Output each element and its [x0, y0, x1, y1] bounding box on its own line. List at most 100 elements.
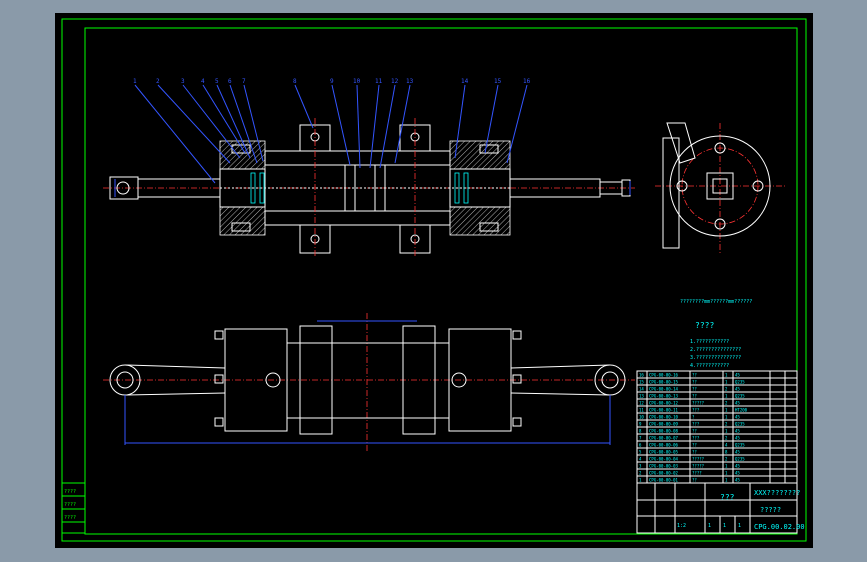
- right-cap-top: [449, 140, 511, 170]
- svg-text:10: 10: [353, 78, 361, 85]
- parts-cell: 45: [735, 436, 740, 441]
- parts-cell: Q235: [735, 380, 745, 385]
- svg-text:1: 1: [133, 78, 137, 85]
- parts-cell: 7: [639, 436, 642, 441]
- material-cell: ?????: [760, 506, 781, 514]
- parts-cell: ??: [692, 450, 697, 455]
- side-stamp: ???? ???? ????: [61, 482, 86, 534]
- svg-text:8: 8: [293, 78, 297, 85]
- parts-cell: HT200: [735, 408, 748, 413]
- cad-drawing: ???? ???? ????: [61, 18, 807, 542]
- svg-text:1: 1: [723, 523, 726, 529]
- svg-text:1: 1: [708, 523, 711, 529]
- tech-heading: ????: [695, 321, 714, 330]
- parts-cell: 15: [639, 380, 644, 385]
- parts-cell: CPG-00-00-05: [649, 450, 678, 455]
- parts-cell: 1: [725, 429, 728, 434]
- parts-cell: 14: [639, 387, 644, 392]
- svg-text:15: 15: [494, 78, 502, 85]
- callout-numbers: 1 2 3 4 5 6 7 8 9 10 11 12 13 14 15 16: [133, 78, 531, 85]
- parts-cell: 3: [639, 464, 642, 469]
- side-stamp-2: ????: [64, 502, 76, 508]
- parts-cell: ??: [692, 387, 697, 392]
- svg-text:14: 14: [461, 78, 469, 85]
- svg-text:5: 5: [215, 78, 219, 85]
- svg-text:4: 4: [201, 78, 205, 85]
- end-view: [655, 122, 785, 253]
- svg-text:2.???????????????: 2.???????????????: [690, 347, 741, 353]
- parts-cell: CPG-00-00-15: [649, 380, 678, 385]
- parts-cell: CPG-00-00-16: [649, 373, 678, 378]
- parts-cell: 5: [639, 450, 642, 455]
- parts-cell: ??: [692, 394, 697, 399]
- tech-requirements: ????????mm??????mm?????? ???? 1.????????…: [680, 299, 752, 369]
- side-stamp-3: ????: [64, 515, 76, 521]
- parts-cell: 45: [735, 429, 740, 434]
- cylinder-wall-bottom: [264, 210, 451, 226]
- title-block: ??? XXX???????? ????? CPG.00.02.00 1 1 1…: [636, 482, 805, 534]
- parts-cell: CPG-00-00-06: [649, 443, 678, 448]
- end-plate: [662, 137, 680, 249]
- plan-right-cap: [448, 328, 512, 432]
- left-cap-bottom: [219, 206, 266, 236]
- parts-cell: 45: [735, 464, 740, 469]
- flange-circle: [669, 135, 771, 237]
- parts-cell: CPG-00-00-12: [649, 401, 678, 406]
- parts-cell: 1: [725, 415, 728, 420]
- parts-cell: ?????: [692, 457, 705, 462]
- parts-cell: ??: [692, 380, 697, 385]
- parts-cell: 1: [725, 408, 728, 413]
- parts-cell: 1: [725, 373, 728, 378]
- svg-text:1: 1: [738, 523, 741, 529]
- parts-cell: 16: [639, 373, 644, 378]
- parts-cell: 2: [725, 387, 728, 392]
- svg-text:9: 9: [330, 78, 334, 85]
- parts-cell: 12: [639, 401, 644, 406]
- parts-cell: 13: [639, 394, 644, 399]
- parts-cell: CPG-00-00-14: [649, 387, 678, 392]
- square-rod: [706, 172, 734, 200]
- parts-cell: ????: [692, 471, 702, 476]
- parts-cell: 4: [725, 443, 728, 448]
- parts-cell: 1: [725, 394, 728, 399]
- parts-cell: 1: [725, 380, 728, 385]
- parts-cell: 45: [735, 471, 740, 476]
- parts-cell: ??: [692, 373, 697, 378]
- drawing-sheet: ???? ???? ????: [55, 13, 813, 548]
- svg-text:12: 12: [391, 78, 399, 85]
- parts-cell: 2: [725, 436, 728, 441]
- parts-cell: ???: [692, 422, 700, 427]
- parts-cell: 2: [725, 457, 728, 462]
- parts-cell: 1: [725, 478, 728, 483]
- parts-cell: 1: [725, 464, 728, 469]
- parts-cell: ??: [692, 478, 697, 483]
- drawing-number: CPG.00.02.00: [754, 523, 805, 531]
- parts-cell: CPG-00-00-09: [649, 422, 678, 427]
- svg-text:11: 11: [375, 78, 383, 85]
- parts-cell: CPG-00-00-07: [649, 436, 678, 441]
- parts-cell: ???: [692, 408, 700, 413]
- drawing-name: ???: [720, 493, 735, 502]
- parts-cell: 45: [735, 373, 740, 378]
- svg-text:3.???????????????: 3.???????????????: [690, 355, 741, 361]
- parts-cell: 2: [639, 471, 642, 476]
- outer-border: [61, 18, 807, 542]
- svg-text:1.???????????: 1.???????????: [690, 339, 729, 345]
- parts-cell: 1: [725, 471, 728, 476]
- tech-note: ????????mm??????mm??????: [680, 299, 752, 305]
- callout-leaders: [134, 84, 528, 184]
- plan-view: [103, 313, 635, 453]
- parts-cell: 2: [725, 422, 728, 427]
- parts-cell: CPG-00-00-13: [649, 394, 678, 399]
- parts-cell: 10: [639, 415, 644, 420]
- side-stamp-1: ????: [64, 489, 76, 495]
- inner-border: [84, 27, 798, 535]
- parts-cell: 8: [639, 429, 642, 434]
- parts-cell: CPG-00-00-03: [649, 464, 678, 469]
- parts-cell: ???: [692, 436, 700, 441]
- plan-left-cap: [224, 328, 288, 432]
- parts-cell: 45: [735, 450, 740, 455]
- svg-text:3: 3: [181, 78, 185, 85]
- parts-cell: 2: [725, 401, 728, 406]
